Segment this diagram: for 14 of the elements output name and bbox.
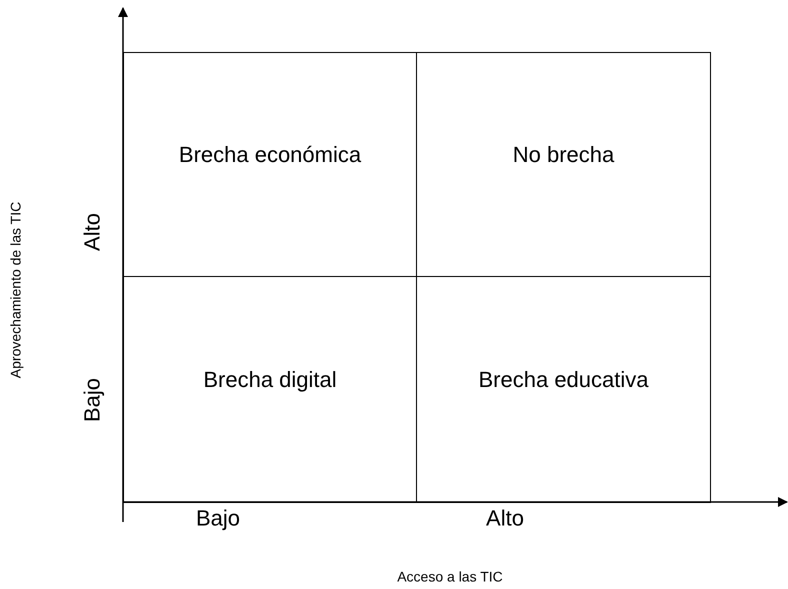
quadrant-box — [123, 276, 417, 503]
axis-tick-label: Alto — [486, 504, 524, 532]
quadrant-label: Brecha educativa — [478, 366, 648, 394]
quadrant-box — [416, 52, 711, 277]
axis-tick-label: Bajo — [78, 378, 106, 422]
quadrant-label: Brecha digital — [203, 366, 337, 394]
axis-title: Acceso a las TIC — [397, 568, 503, 586]
axis-tick-label: Bajo — [196, 504, 240, 532]
quadrant-box — [416, 276, 711, 503]
axis-tick-label: Alto — [78, 213, 106, 251]
axis-title: Aprovechamiento de las TIC — [6, 202, 24, 378]
quadrant-label: Brecha económica — [178, 140, 362, 168]
quadrant-label: No brecha — [512, 140, 614, 168]
quadrant-box — [123, 52, 417, 277]
